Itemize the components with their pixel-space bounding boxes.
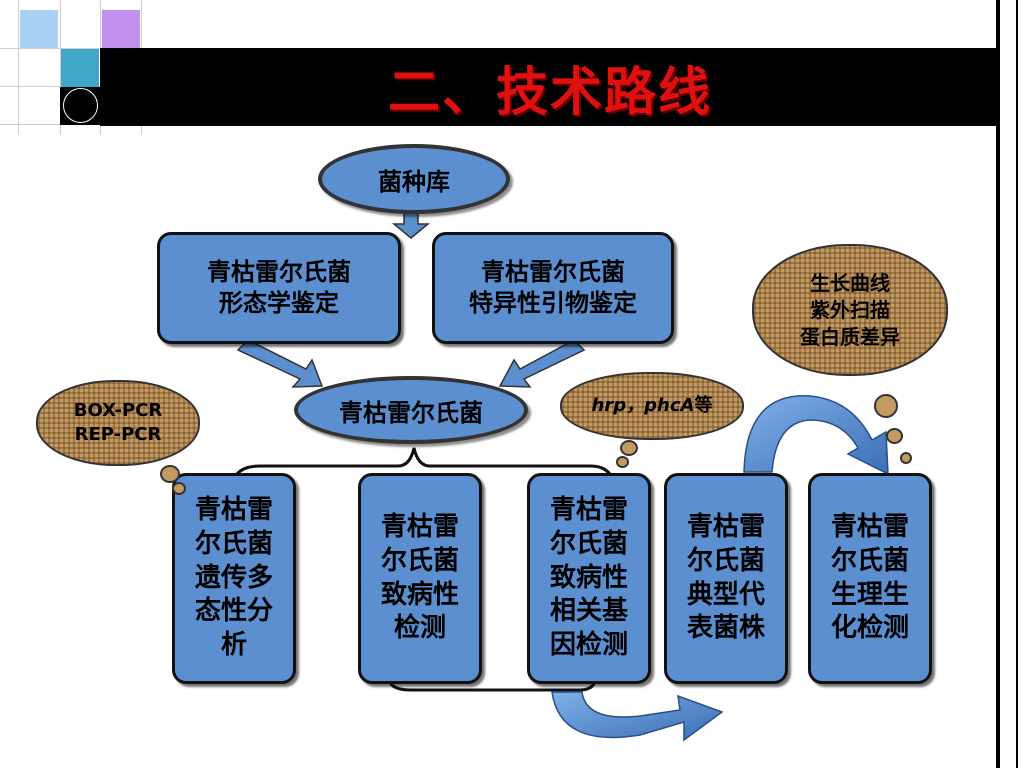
node-pathogenicity-test: 青枯雷 尔氏菌 致病性 检测 <box>358 473 482 684</box>
grid-line <box>18 0 19 135</box>
node-strain-bank: 菌种库 <box>318 144 510 214</box>
node-genetic-diversity: 青枯雷 尔氏菌 遗传多 态性分 析 <box>172 473 296 684</box>
gene-names-italic: hrp，phcA <box>591 394 695 416</box>
curve-arrow-top <box>743 395 889 476</box>
slide-title: 二、技术路线 <box>387 62 712 123</box>
thought-bubble <box>616 456 629 468</box>
gene-names-suffix: 等 <box>694 394 713 416</box>
arrow-morph-to-center <box>236 339 324 388</box>
grid-line <box>0 48 150 49</box>
cloud-physio-methods: 生长曲线 紫外扫描 蛋白质差异 <box>752 244 948 376</box>
decor-square-purple <box>102 10 140 48</box>
right-border-line <box>1016 0 1018 768</box>
thought-bubble <box>886 428 903 444</box>
curve-arrow-bottom <box>551 691 724 742</box>
decor-circle <box>63 88 98 123</box>
grid-line <box>60 0 61 135</box>
title-bar <box>100 48 1000 126</box>
node-pathogenicity-genes: 青枯雷 尔氏菌 致病性 相关基 因检测 <box>527 473 651 684</box>
brace-top <box>230 447 616 491</box>
thought-bubble <box>172 482 186 495</box>
thought-bubble <box>620 440 638 456</box>
node-morphology-identification: 青枯雷尔氏菌 形态学鉴定 <box>157 232 401 344</box>
decor-square-lightblue <box>20 10 58 48</box>
node-physio-biochem-test: 青枯雷 尔氏菌 生理生 化检测 <box>808 473 932 684</box>
thought-bubble <box>160 465 180 483</box>
right-border-line <box>996 0 1000 768</box>
node-primer-identification: 青枯雷尔氏菌 特异性引物鉴定 <box>432 232 674 344</box>
decor-square-teal <box>61 49 99 87</box>
node-typical-strains: 青枯雷 尔氏菌 典型代 表菌株 <box>664 473 788 684</box>
node-ralstonia-center: 青枯雷尔氏菌 <box>294 376 528 444</box>
thought-bubble <box>900 452 912 464</box>
arrow-primer-to-center <box>498 339 586 388</box>
cloud-pcr-methods: BOX-PCR REP-PCR <box>36 380 200 466</box>
thought-bubble <box>874 394 898 418</box>
